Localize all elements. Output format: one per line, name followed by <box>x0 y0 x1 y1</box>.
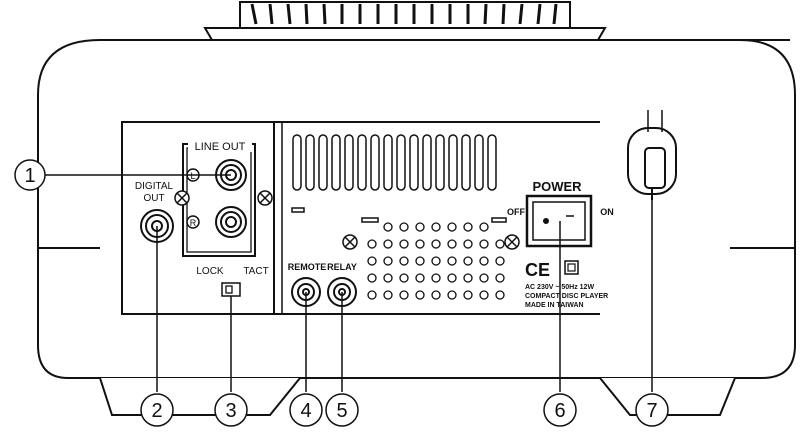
power-cord <box>627 110 677 200</box>
callout-1-number: 1 <box>24 165 35 187</box>
screw-icons <box>174 190 520 250</box>
remote-label: REMOTE <box>288 262 327 272</box>
screw-icon <box>174 190 190 206</box>
ce-mark: CE <box>525 260 550 280</box>
digital-out-label-line-2: OUT <box>143 193 164 204</box>
screw-icon <box>257 190 273 206</box>
right-channel-label: R <box>190 218 197 228</box>
callout-5: 5 <box>325 393 359 427</box>
power-off-label: OFF <box>507 207 525 217</box>
power-switch[interactable] <box>525 194 593 248</box>
lock-label: LOCK <box>196 266 224 277</box>
lock-tact-switch[interactable] <box>221 282 241 297</box>
power-section: POWER OFF ON <box>507 179 614 248</box>
spec-line-3: MADE IN TAIWAN <box>525 302 584 309</box>
screw-icon <box>504 234 520 250</box>
callout-3: 3 <box>214 393 248 427</box>
callout-leaders <box>45 174 653 392</box>
top-disc-tray <box>203 1 790 41</box>
callout-2-number: 2 <box>151 400 162 422</box>
callout-2: 2 <box>140 393 174 427</box>
panel-marks <box>291 207 507 223</box>
callout-4: 4 <box>289 393 323 427</box>
power-label: POWER <box>532 179 582 194</box>
callout-7-number: 7 <box>646 400 657 422</box>
line-out-section: LINE OUT L R <box>182 138 256 257</box>
speaker-grille <box>367 222 505 300</box>
digital-out-label-line-1: DIGITAL <box>135 181 174 192</box>
foot-right <box>599 377 736 416</box>
callout-4-number: 4 <box>300 400 311 422</box>
relay-label: RELAY <box>327 262 357 272</box>
vent-slots <box>292 134 497 191</box>
callout-6: 6 <box>543 393 577 427</box>
callout-6-number: 6 <box>554 400 565 422</box>
screw-icon <box>342 234 358 250</box>
callout-7: 7 <box>635 393 669 427</box>
line-out-right-jack[interactable] <box>215 206 247 238</box>
tact-label: TACT <box>243 266 268 277</box>
line-out-label: LINE OUT <box>195 141 246 153</box>
top-ribs <box>250 3 558 25</box>
callout-3-number: 3 <box>225 400 236 422</box>
spec-line-2: COMPACT DISC PLAYER <box>525 293 608 300</box>
callout-1: 1 <box>14 159 46 191</box>
left-channel-label: L <box>190 171 195 181</box>
right-channel-marker <box>186 215 200 229</box>
foot-left <box>99 377 301 416</box>
power-on-label: ON <box>600 207 614 217</box>
callout-5-number: 5 <box>336 400 347 422</box>
